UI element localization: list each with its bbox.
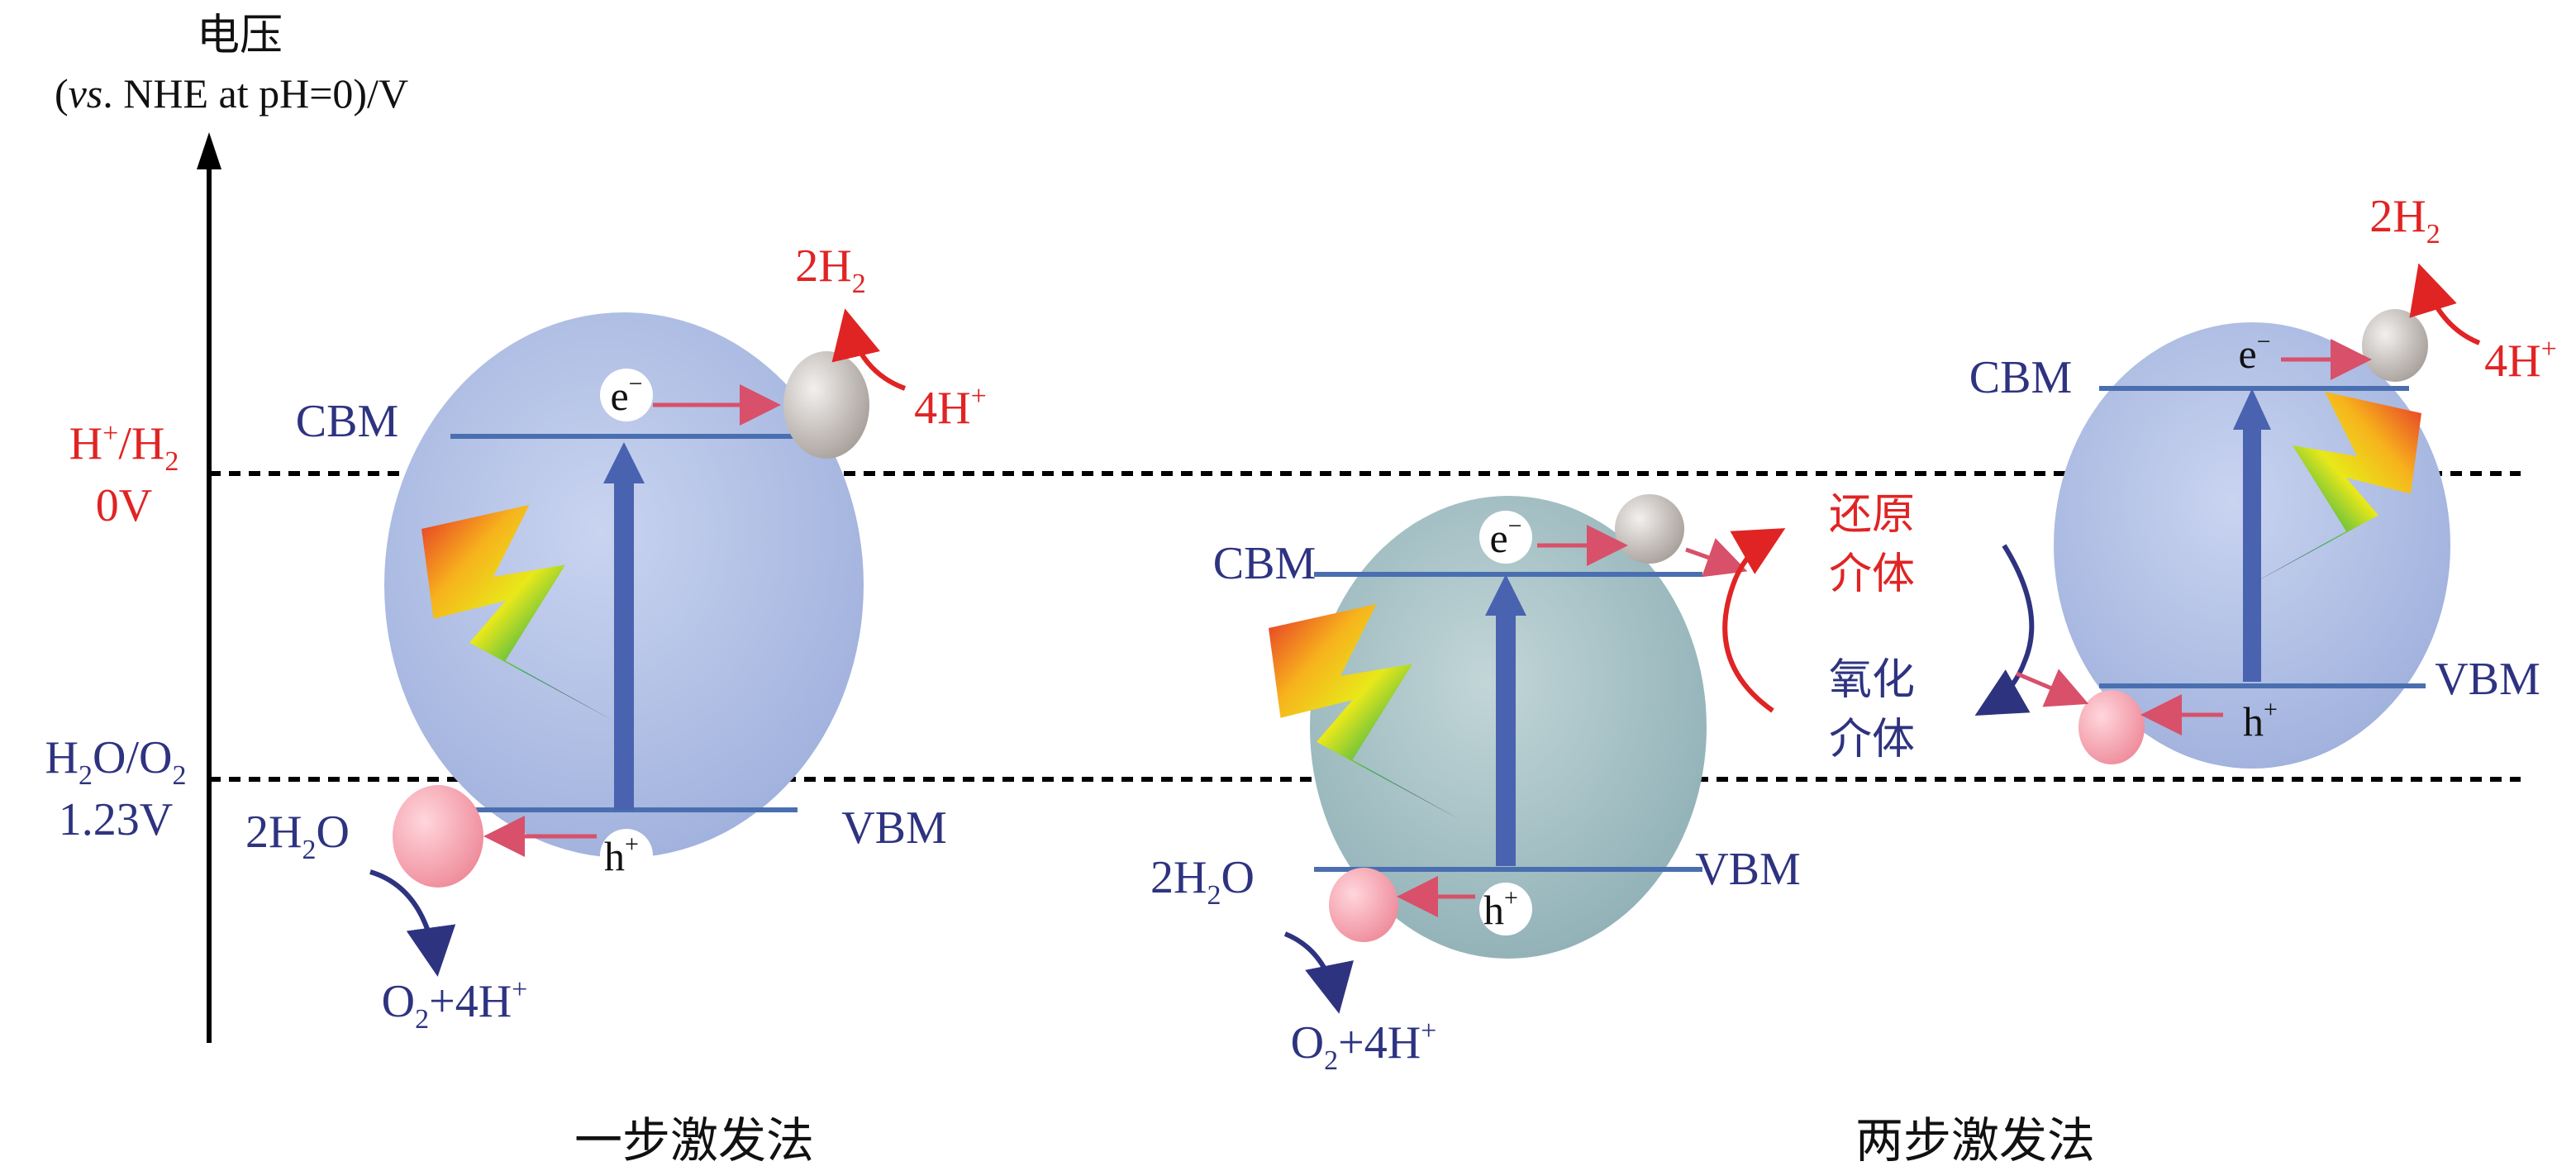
cocatalyst-reduction [2362,309,2428,382]
cbm-label-two-step-left: CBM [1213,538,1317,589]
reduced-mediator-line1: 还原 [1829,490,1915,540]
h2-product-two-step: 2H2 [2369,191,2440,250]
axis-arrowhead [197,132,221,169]
o2-level-label: H2O/O2 [45,732,187,791]
electron-to-mediator-arrow [1686,550,1740,569]
cocatalyst-oxidation [393,785,483,888]
o2-evolution-arrow [1285,934,1337,1004]
mediator-oxidation-arrow [1983,545,2031,711]
cocatalyst-oxidation [2078,690,2145,764]
o2-evolution-arrow [370,872,436,967]
water-reactant-two-step: 2H2O [1150,852,1255,911]
oxidized-mediator-line2: 介体 [1829,715,1915,764]
one-step-particle: e− h+ [370,312,905,967]
o2-level-value: 1.23V [59,794,173,845]
vbm-label-one-step: VBM [841,802,947,854]
vbm-label-two-step-right: VBM [2435,654,2540,705]
oxygen-product-one-step: O2+4H+ [382,974,528,1035]
proton-reactant-one-step: 4H+ [914,381,987,434]
water-reactant-one-step: 2H2O [245,807,350,865]
oxygen-product-two-step: O2+4H+ [1291,1016,1437,1076]
h2-level-value: 0V [96,480,152,531]
cocatalyst-reduction [783,351,869,459]
h2-level-label: H+/H2 [69,418,179,477]
cocatalyst-reduction [1615,494,1684,564]
reduced-mediator-line2: 介体 [1829,550,1915,599]
proton-reactant-two-step: 4H+ [2484,334,2557,387]
voltage-axis [197,132,221,1043]
oxidized-mediator-line1: 氧化 [1829,655,1915,705]
caption-one-step: 一步激发法 [574,1112,814,1169]
two-step-oxygen-particle: e− h+ [1269,494,1740,1004]
h2-evolution-arrow [2421,273,2479,343]
caption-two-step: 两步激发法 [1855,1112,2095,1169]
mediator-reduction-arrow [1725,533,1777,711]
vbm-label-two-step-left: VBM [1695,844,1801,895]
cbm-label-one-step: CBM [296,396,399,447]
h2-product-one-step: 2H2 [795,240,865,299]
cocatalyst-oxidation [1329,868,1398,942]
cbm-label-two-step-right: CBM [1969,352,2073,403]
mediator-to-hole-arrow [2017,674,2081,701]
axis-title-line2: (vs. NHE at pH=0)/V [55,70,408,117]
axis-title-line1: 电压 [197,11,283,60]
